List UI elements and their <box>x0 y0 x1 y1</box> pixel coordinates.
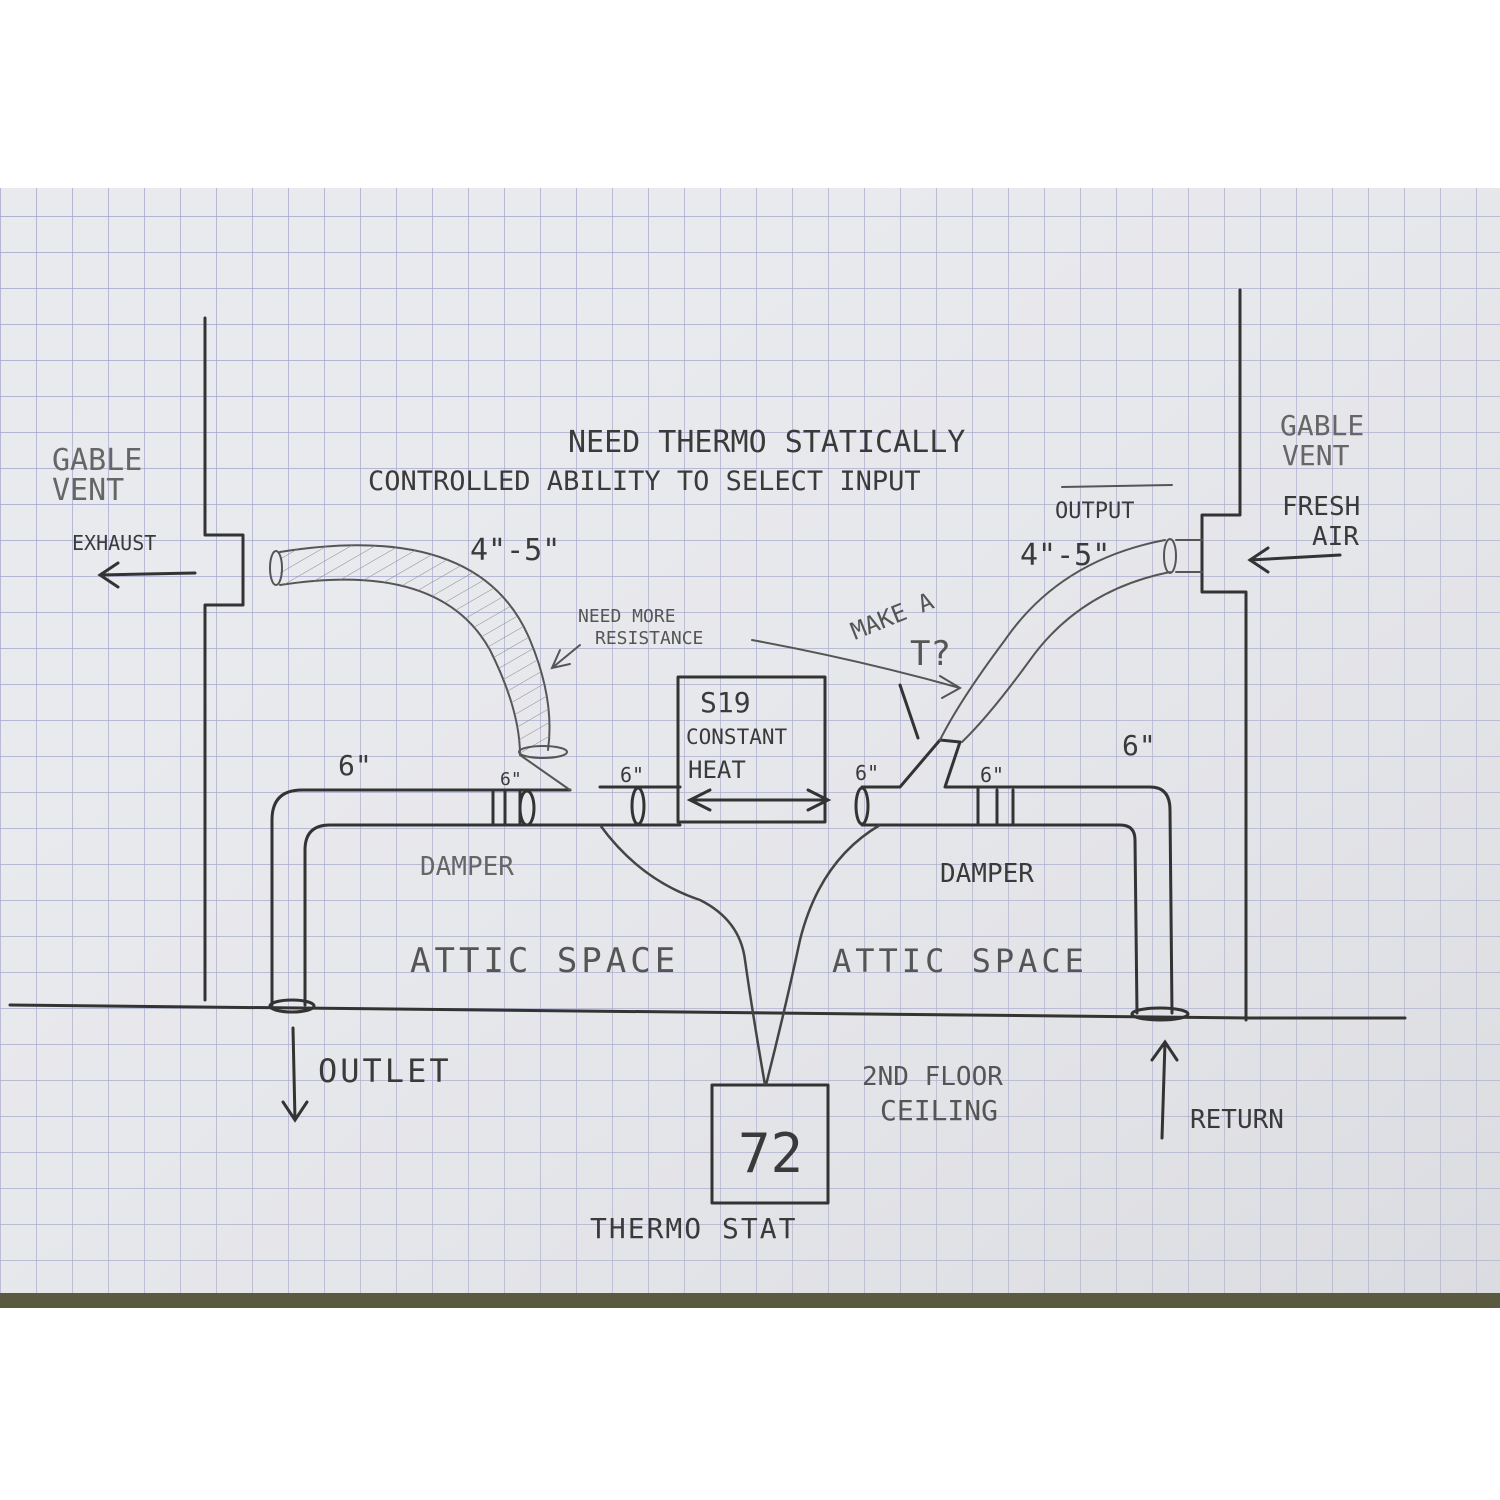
resistance-to-t-arrow <box>751 639 962 699</box>
outlet-arrow <box>281 1026 309 1123</box>
title-line-2: CONTROLLED ABILITY TO SELECT INPUT <box>368 466 921 497</box>
wire-right <box>764 823 881 1086</box>
gable-vent-right-2: VENT <box>1282 439 1350 472</box>
paper-shading <box>0 188 1500 1308</box>
fresh-air-2: AIR <box>1312 522 1359 552</box>
thermostat-value: 72 <box>738 1122 803 1185</box>
resistance-arrow <box>550 644 581 670</box>
flex-duct-left-bottom <box>279 578 521 756</box>
size-flex-left: 4"-5" <box>470 533 560 568</box>
damper-left-label: DAMPER <box>420 852 514 882</box>
graph-paper-sheet: NEED THERMO STATICALLY CONTROLLED ABILIT… <box>0 188 1500 1308</box>
flex-duct-right-bottom <box>961 571 1171 743</box>
need-more-2: RESISTANCE <box>595 628 703 649</box>
exhaust-arrow <box>97 561 197 589</box>
outlet-ring <box>268 998 316 1014</box>
flex-duct-left-hatch <box>280 545 550 755</box>
size-6-right: 6" <box>1122 729 1156 762</box>
attic-space-left: ATTIC SPACE <box>410 941 679 981</box>
return-ring <box>1130 1006 1190 1022</box>
damper-left-ring <box>518 789 536 827</box>
flex-right-collar <box>1163 538 1177 574</box>
duct-left-inner <box>303 823 602 1007</box>
damper-right-marks <box>976 785 1015 827</box>
title-output: OUTPUT <box>1055 499 1134 524</box>
heater-name: S19 <box>700 686 751 719</box>
size-6-left: 6" <box>338 749 372 782</box>
damper-right-label: DAMPER <box>940 859 1034 889</box>
title-line-1: NEED THERMO STATICALLY <box>568 425 965 460</box>
return-label: RETURN <box>1190 1105 1284 1135</box>
outlet-label: OUTLET <box>318 1052 452 1090</box>
wire-left <box>598 824 767 1086</box>
heater-line-2: CONSTANT <box>686 725 788 749</box>
return-arrow <box>1150 1039 1179 1140</box>
need-more-1: NEED MORE <box>578 606 676 627</box>
size-6-damper-right: 6" <box>980 763 1004 787</box>
ceiling-line <box>8 1003 1407 1020</box>
attic-space-right: ATTIC SPACE <box>832 942 1088 980</box>
floor-line-1: 2ND FLOOR <box>862 1062 1003 1092</box>
flex-right-connector <box>1175 539 1203 573</box>
left-gable-wall <box>203 316 245 1002</box>
heater-line-3: HEAT <box>688 756 746 784</box>
thermostat-label: THERMO STAT <box>590 1212 797 1245</box>
thermostat-box <box>710 1083 830 1205</box>
duct-left-outer <box>270 788 572 1007</box>
size-6-mid-right: 6" <box>855 761 879 785</box>
right-gable-wall <box>1200 288 1248 1022</box>
size-flex-right: 4"-5" <box>1020 538 1110 573</box>
make-a-t-mark <box>898 683 920 740</box>
collar-mid-right <box>854 786 870 826</box>
fresh-air-1: FRESH <box>1282 492 1360 522</box>
flex-left-join <box>519 754 571 791</box>
heater-double-arrow <box>686 788 832 812</box>
t-question-label: T? <box>910 634 951 674</box>
collar-mid-left <box>630 786 646 826</box>
flex-left-collar <box>269 550 283 586</box>
input-underline <box>1061 484 1173 488</box>
duct-right-outer <box>860 738 1174 1015</box>
floor-line-2: CEILING <box>880 1094 998 1127</box>
size-6-mid-left: 6" <box>620 763 644 787</box>
gable-vent-left-1: GABLE <box>52 443 142 478</box>
hvac-duct-sketch: NEED THERMO STATICALLY CONTROLLED ABILIT… <box>0 188 1500 1308</box>
flex-left-bottom-ring <box>518 745 568 759</box>
duct-right-inner <box>860 823 1139 1015</box>
gable-vent-left-2: VENT <box>52 473 124 508</box>
size-6-damper-left: 6" <box>500 769 522 790</box>
exhaust-label: EXHAUST <box>72 531 156 555</box>
fresh-air-arrow <box>1247 546 1342 574</box>
gable-vent-right-1: GABLE <box>1280 409 1364 442</box>
heater-box <box>676 675 827 824</box>
flex-duct-right-top <box>939 539 1166 741</box>
table-edge <box>0 1293 1500 1308</box>
